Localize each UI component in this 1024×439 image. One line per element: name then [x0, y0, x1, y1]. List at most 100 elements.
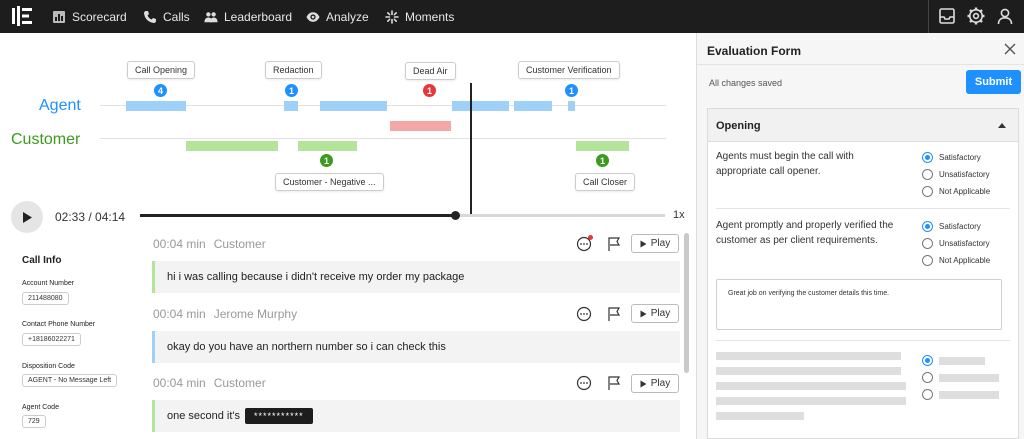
radio-button[interactable]	[922, 186, 933, 197]
play-button[interactable]	[11, 201, 43, 233]
message-play-button[interactable]: Play	[631, 374, 679, 393]
marker-redaction[interactable]: Redaction	[265, 61, 322, 79]
agent-speech-segment[interactable]	[320, 101, 387, 111]
message-time: 00:04 min	[153, 307, 206, 321]
message-play-button[interactable]: Play	[631, 234, 679, 253]
bar-chart-icon	[53, 10, 65, 23]
placeholder-label	[939, 356, 985, 365]
radio-button[interactable]	[922, 169, 933, 180]
marker-call-closer[interactable]: Call Closer	[575, 173, 636, 191]
placeholder-option[interactable]	[922, 372, 999, 383]
question-divider	[716, 208, 1010, 209]
gear-icon[interactable]	[966, 6, 986, 26]
customer-speech-segment[interactable]	[186, 141, 278, 151]
option-not-applicable[interactable]: Not Applicable	[922, 255, 990, 266]
inbox-icon[interactable]	[937, 6, 957, 26]
option-satisfactory[interactable]: Satisfactory	[922, 221, 981, 232]
play-label: Play	[650, 238, 671, 249]
app-logo-icon[interactable]	[10, 5, 34, 27]
question-text: Agents must begin the call with appropri…	[716, 151, 854, 177]
radio-button[interactable]	[922, 355, 933, 366]
nav-label: Leaderboard	[224, 9, 293, 24]
placeholder-option[interactable]	[922, 355, 985, 366]
message-play-button[interactable]: Play	[631, 304, 679, 323]
marker-dead-air[interactable]: Dead Air	[405, 62, 456, 80]
flag-icon[interactable]	[606, 375, 622, 391]
agent-code-value: 729	[22, 415, 46, 428]
phone-icon	[144, 10, 156, 23]
marker-customer-negative[interactable]: Customer - Negative ...	[275, 173, 384, 191]
message-time: 00:04 min	[153, 376, 206, 390]
nav-item-calls[interactable]: Calls	[143, 0, 190, 33]
play-icon	[640, 240, 647, 247]
nav-item-scorecard[interactable]: Scorecard	[52, 0, 127, 33]
eye-icon	[306, 11, 320, 22]
playback-time: 02:33 / 04:14	[55, 210, 126, 224]
option-not-applicable[interactable]: Not Applicable	[922, 186, 990, 197]
radio-button[interactable]	[922, 152, 933, 163]
customer-speech-segment[interactable]	[298, 141, 357, 151]
evaluation-form-panel: Evaluation Form All changes saved Submit…	[696, 33, 1024, 439]
placeholder-option[interactable]	[922, 389, 999, 400]
radio-button[interactable]	[922, 255, 933, 266]
redacted-text: ***********	[245, 408, 313, 424]
flag-icon[interactable]	[606, 236, 622, 252]
agent-speech-segment[interactable]	[284, 101, 298, 111]
radio-button[interactable]	[922, 221, 933, 232]
dead-air-segment[interactable]	[390, 121, 451, 131]
nav-item-leaderboard[interactable]: Leaderboard	[204, 0, 292, 33]
comment-icon[interactable]	[576, 236, 592, 252]
flag-icon[interactable]	[606, 306, 622, 322]
marker-call-opening[interactable]: Call Opening	[127, 61, 196, 79]
play-icon	[640, 310, 647, 317]
option-unsatisfactory[interactable]: Unsatisfactory	[922, 169, 990, 180]
marker-count-badge: 1	[320, 154, 333, 167]
radio-button[interactable]	[922, 389, 933, 400]
save-status: All changes saved	[709, 78, 783, 88]
marker-count-badge: 1	[565, 84, 578, 97]
collapse-caret-icon[interactable]	[998, 123, 1006, 128]
radio-button[interactable]	[922, 238, 933, 249]
nav-item-analyze[interactable]: Analyze	[306, 0, 369, 33]
option-unsatisfactory[interactable]: Unsatisfactory	[922, 238, 990, 249]
play-label: Play	[650, 308, 671, 319]
comment-icon[interactable]	[576, 375, 592, 391]
contact-phone-label: Contact Phone Number	[22, 321, 96, 328]
placeholder-line	[716, 412, 804, 420]
agent-code-label: Agent Code	[22, 404, 59, 411]
account-number-label: Account Number	[22, 280, 75, 287]
comment-icon[interactable]	[576, 306, 592, 322]
disposition-code-value: AGENT - No Message Left	[22, 374, 118, 387]
call-timeline[interactable]: Agent Customer Call Opening 4 Redaction …	[0, 33, 696, 233]
option-satisfactory[interactable]: Satisfactory	[922, 152, 981, 163]
agent-speech-segment[interactable]	[568, 101, 575, 111]
comment-textarea[interactable]: Great job on verifying the customer deta…	[716, 279, 1002, 330]
marker-customer-verification[interactable]: Customer Verification	[518, 61, 620, 79]
nav-item-moments[interactable]: Moments	[385, 0, 454, 33]
agent-speech-segment[interactable]	[126, 101, 186, 111]
message-body: okay do you have an northern number so i…	[167, 341, 446, 353]
seek-bar-handle[interactable]	[451, 211, 460, 220]
marker-count-badge: 1	[596, 154, 609, 167]
evaluation-form-title: Evaluation Form	[707, 44, 802, 58]
section-header[interactable]: Opening	[708, 109, 1018, 142]
people-icon	[204, 11, 218, 22]
marker-count-badge: 4	[154, 84, 167, 97]
nav-label: Moments	[405, 9, 455, 24]
submit-button[interactable]: Submit	[966, 70, 1021, 94]
question-text: Agent promptly and properly verified the…	[716, 220, 894, 246]
message-time: 00:04 min	[153, 237, 206, 251]
customer-speech-segment[interactable]	[576, 141, 629, 151]
playback-speed[interactable]: 1x	[673, 209, 685, 221]
account-number-value: 211488080	[22, 292, 69, 305]
timeline-playhead[interactable]	[470, 83, 472, 215]
agent-speech-segment[interactable]	[452, 101, 509, 111]
user-icon[interactable]	[995, 6, 1015, 26]
marker-count-badge: 1	[423, 84, 436, 97]
close-icon[interactable]	[1003, 42, 1017, 56]
transcript-scrollbar[interactable]	[684, 233, 689, 373]
radio-button[interactable]	[922, 372, 933, 383]
agent-speech-segment[interactable]	[514, 101, 552, 111]
